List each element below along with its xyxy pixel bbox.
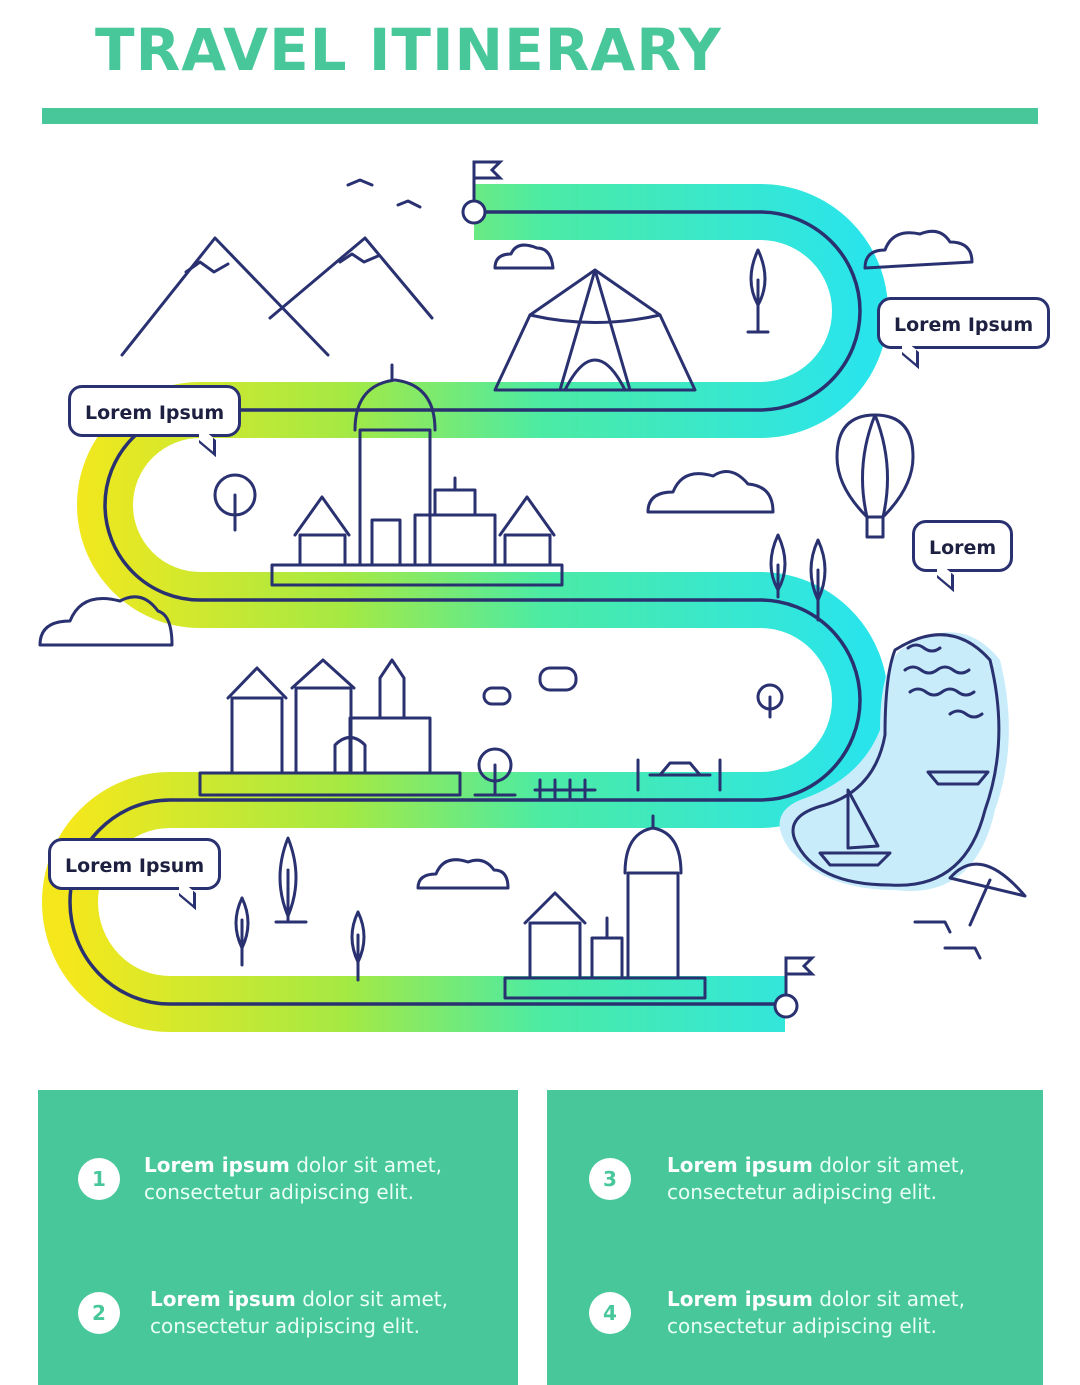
step-number: 2 xyxy=(78,1292,120,1334)
step-number: 1 xyxy=(78,1158,120,1200)
waves-icon xyxy=(903,643,984,719)
start-flag-icon xyxy=(461,160,504,225)
map-bubble-3: Lorem xyxy=(912,520,1014,572)
lighthouse-icon xyxy=(503,814,707,1000)
sailboat-icon xyxy=(818,770,990,867)
itinerary-map xyxy=(38,160,1027,1032)
step-bold: Lorem ipsum xyxy=(144,1153,290,1177)
trees-icon xyxy=(213,473,827,719)
step-bold: Lorem ipsum xyxy=(667,1153,813,1177)
page-title: TRAVEL ITINERARY xyxy=(95,16,722,84)
map-bubble-4: Lorem Ipsum xyxy=(48,838,222,890)
step-text: dolor sit amet, xyxy=(812,1153,965,1177)
steps-panel-right: 3 Lorem ipsum dolor sit amet, consectetur… xyxy=(547,1090,1043,1385)
title-divider xyxy=(42,108,1038,124)
step-item-4: 4 Lorem ipsum dolor sit amet, consectetur… xyxy=(589,1286,965,1340)
tent-icon xyxy=(493,268,697,392)
balloon-icon xyxy=(835,413,915,539)
step-text: dolor sit amet, xyxy=(295,1287,448,1311)
map-bubble-2: Lorem Ipsum xyxy=(68,385,242,437)
step-text-line2: consectetur adipiscing elit. xyxy=(667,1314,937,1338)
step-item-3: 3 Lorem ipsum dolor sit amet, consectetur… xyxy=(589,1152,965,1206)
cloud-icon xyxy=(38,229,974,890)
step-number: 4 xyxy=(589,1292,631,1334)
step-item-1: 1 Lorem ipsum dolor sit amet, consectetur… xyxy=(78,1152,442,1206)
step-bold: Lorem ipsum xyxy=(150,1287,296,1311)
small-trees-icon xyxy=(234,836,366,982)
step-bold: Lorem ipsum xyxy=(667,1287,813,1311)
step-text-line2: consectetur adipiscing elit. xyxy=(150,1314,420,1338)
map-bubble-1: Lorem Ipsum xyxy=(877,297,1051,349)
palace-icon xyxy=(270,363,564,587)
end-flag-icon xyxy=(773,956,816,1019)
tree-icon xyxy=(746,248,770,334)
town-icon xyxy=(198,658,722,800)
umbrella-icon xyxy=(913,862,1027,960)
step-text-line2: consectetur adipiscing elit. xyxy=(144,1180,414,1204)
step-text-line2: consectetur adipiscing elit. xyxy=(667,1180,937,1204)
step-number: 3 xyxy=(589,1158,631,1200)
steps-panel-left: 1 Lorem ipsum dolor sit amet, consectetur… xyxy=(38,1090,518,1385)
sheep-icon xyxy=(482,666,578,706)
step-text: dolor sit amet, xyxy=(812,1287,965,1311)
step-text: dolor sit amet, xyxy=(289,1153,442,1177)
lake-icon xyxy=(779,632,1009,891)
step-item-2: 2 Lorem ipsum dolor sit amet, consectetur… xyxy=(78,1286,448,1340)
mountains-icon xyxy=(120,178,434,357)
